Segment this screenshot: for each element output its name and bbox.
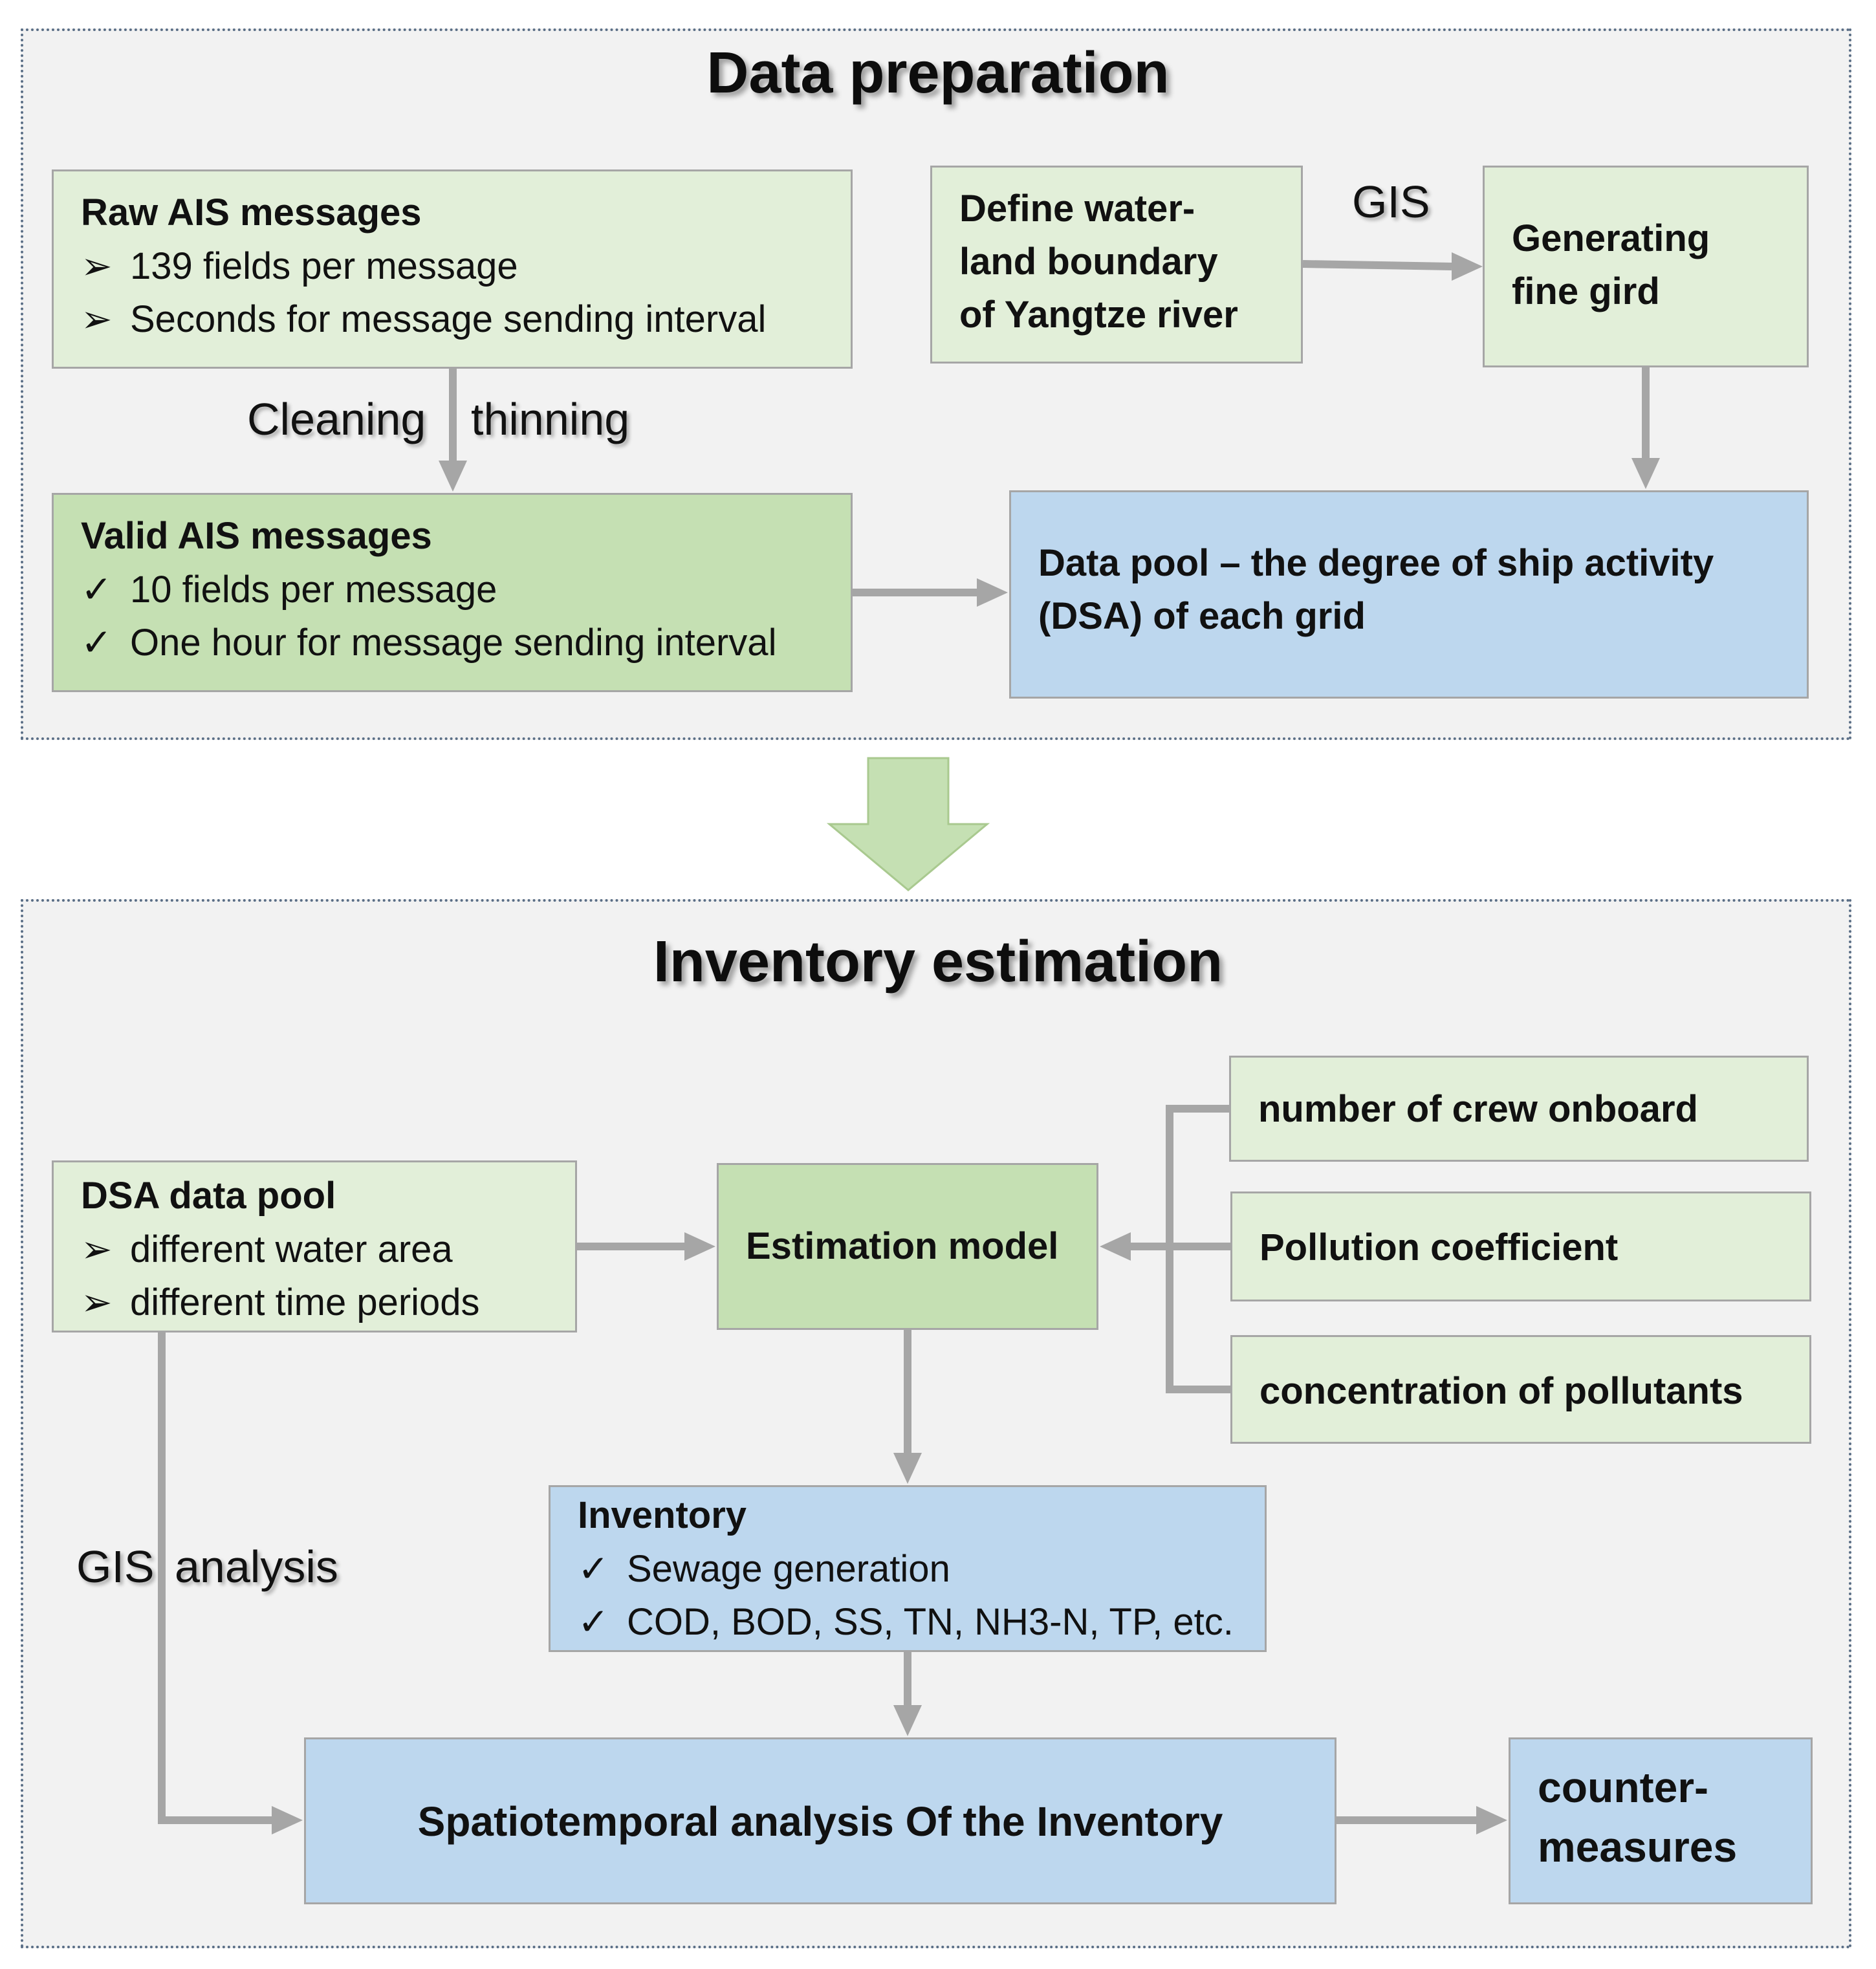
dsa-item: ➢different water area	[81, 1228, 453, 1270]
data-preparation-title: Data preparation	[706, 41, 1170, 105]
data-pool-line: Data pool – the degree of ship activity	[1038, 542, 1714, 584]
fine-grid-line: Generating	[1512, 217, 1710, 259]
connector-dsa-to-spatiotemporal	[158, 1333, 272, 1824]
arrowhead-bullet-icon: ➢	[81, 1281, 113, 1323]
crew-label: number of crew onboard	[1258, 1088, 1698, 1130]
arrowhead-bullet-icon: ➢	[81, 245, 113, 287]
crew-box: number of crew onboard	[1229, 1056, 1809, 1162]
valid-ais-box: Valid AIS messages ✓10 fields per messag…	[52, 493, 853, 692]
fine-grid-box: Generating fine gird	[1483, 166, 1809, 367]
checkmark-icon: ✓	[578, 1601, 609, 1643]
pollution-coefficient-box: Pollution coefficient	[1230, 1191, 1811, 1301]
arrowhead-bullet-icon: ➢	[81, 1228, 113, 1270]
define-boundary-box: Define water- land boundary of Yangtze r…	[930, 166, 1303, 364]
checkmark-icon: ✓	[578, 1548, 609, 1590]
define-boundary-line: of Yangtze river	[959, 294, 1238, 336]
valid-ais-title: Valid AIS messages	[81, 515, 432, 557]
data-pool-box: Data pool – the degree of ship activity …	[1009, 490, 1809, 699]
pollution-coefficient-label: Pollution coefficient	[1260, 1226, 1619, 1268]
raw-ais-title: Raw AIS messages	[81, 191, 422, 234]
gis-analysis-label: analysis	[175, 1541, 338, 1592]
dsa-data-pool-box: DSA data pool ➢different water area ➢dif…	[52, 1160, 577, 1333]
raw-ais-item: ➢139 fields per message	[81, 245, 518, 287]
inventory-estimation-title: Inventory estimation	[653, 930, 1223, 994]
countermeasures-line: measures	[1538, 1823, 1738, 1871]
raw-ais-box: Raw AIS messages ➢139 fields per message…	[52, 169, 853, 369]
connector-arrowheads	[272, 252, 1660, 1834]
arrowhead-icon	[439, 461, 467, 492]
spatiotemporal-analysis-label: Spatiotemporal analysis Of the Inventory	[417, 1798, 1223, 1845]
connector-define-to-grid	[1302, 260, 1452, 270]
countermeasures-box: counter- measures	[1509, 1737, 1813, 1904]
dsa-data-pool-title: DSA data pool	[81, 1175, 336, 1217]
estimation-model-box: Estimation model	[717, 1163, 1098, 1330]
inventory-item: ✓Sewage generation	[578, 1548, 950, 1590]
data-pool-line: (DSA) of each grid	[1038, 595, 1366, 637]
gis-analysis-gis-label: GIS	[76, 1541, 155, 1592]
arrowhead-icon	[977, 578, 1008, 607]
arrowhead-icon	[272, 1806, 303, 1834]
arrowhead-icon	[1476, 1806, 1507, 1834]
arrowhead-icon	[1631, 458, 1660, 489]
define-boundary-line: Define water-	[959, 188, 1195, 230]
fine-grid-line: fine gird	[1512, 270, 1660, 312]
checkmark-icon: ✓	[81, 569, 113, 611]
thinning-label: thinning	[471, 394, 630, 444]
raw-ais-item: ➢Seconds for message sending interval	[81, 298, 767, 340]
checkmark-icon: ✓	[81, 622, 113, 664]
spatiotemporal-analysis-box: Spatiotemporal analysis Of the Inventory	[304, 1737, 1336, 1904]
arrowhead-icon	[893, 1705, 922, 1736]
pollutant-concentration-box: concentration of pollutants	[1230, 1335, 1811, 1444]
countermeasures-line: counter-	[1538, 1763, 1708, 1811]
dsa-item: ➢different time periods	[81, 1281, 480, 1323]
inventory-item: ✓COD, BOD, SS, TN, NH3-N, TP, etc.	[578, 1601, 1234, 1643]
arrowhead-bullet-icon: ➢	[81, 298, 113, 340]
valid-ais-item: ✓10 fields per message	[81, 569, 497, 611]
inventory-title: Inventory	[578, 1494, 747, 1536]
connector-lines	[158, 260, 1650, 1824]
pollutant-concentration-label: concentration of pollutants	[1260, 1370, 1743, 1412]
arrowhead-icon	[893, 1453, 922, 1484]
arrowhead-icon	[1452, 252, 1483, 281]
estimation-model-label: Estimation model	[746, 1225, 1059, 1267]
valid-ais-item: ✓One hour for message sending interval	[81, 622, 777, 664]
arrowhead-icon	[684, 1232, 715, 1261]
inventory-box: Inventory ✓Sewage generation ✓COD, BOD, …	[549, 1485, 1267, 1652]
cleaning-label: Cleaning	[247, 394, 426, 444]
gis-label: GIS	[1352, 177, 1430, 227]
big-down-arrow-icon	[826, 757, 990, 891]
define-boundary-line: land boundary	[959, 241, 1218, 283]
arrowhead-icon	[1100, 1232, 1131, 1261]
